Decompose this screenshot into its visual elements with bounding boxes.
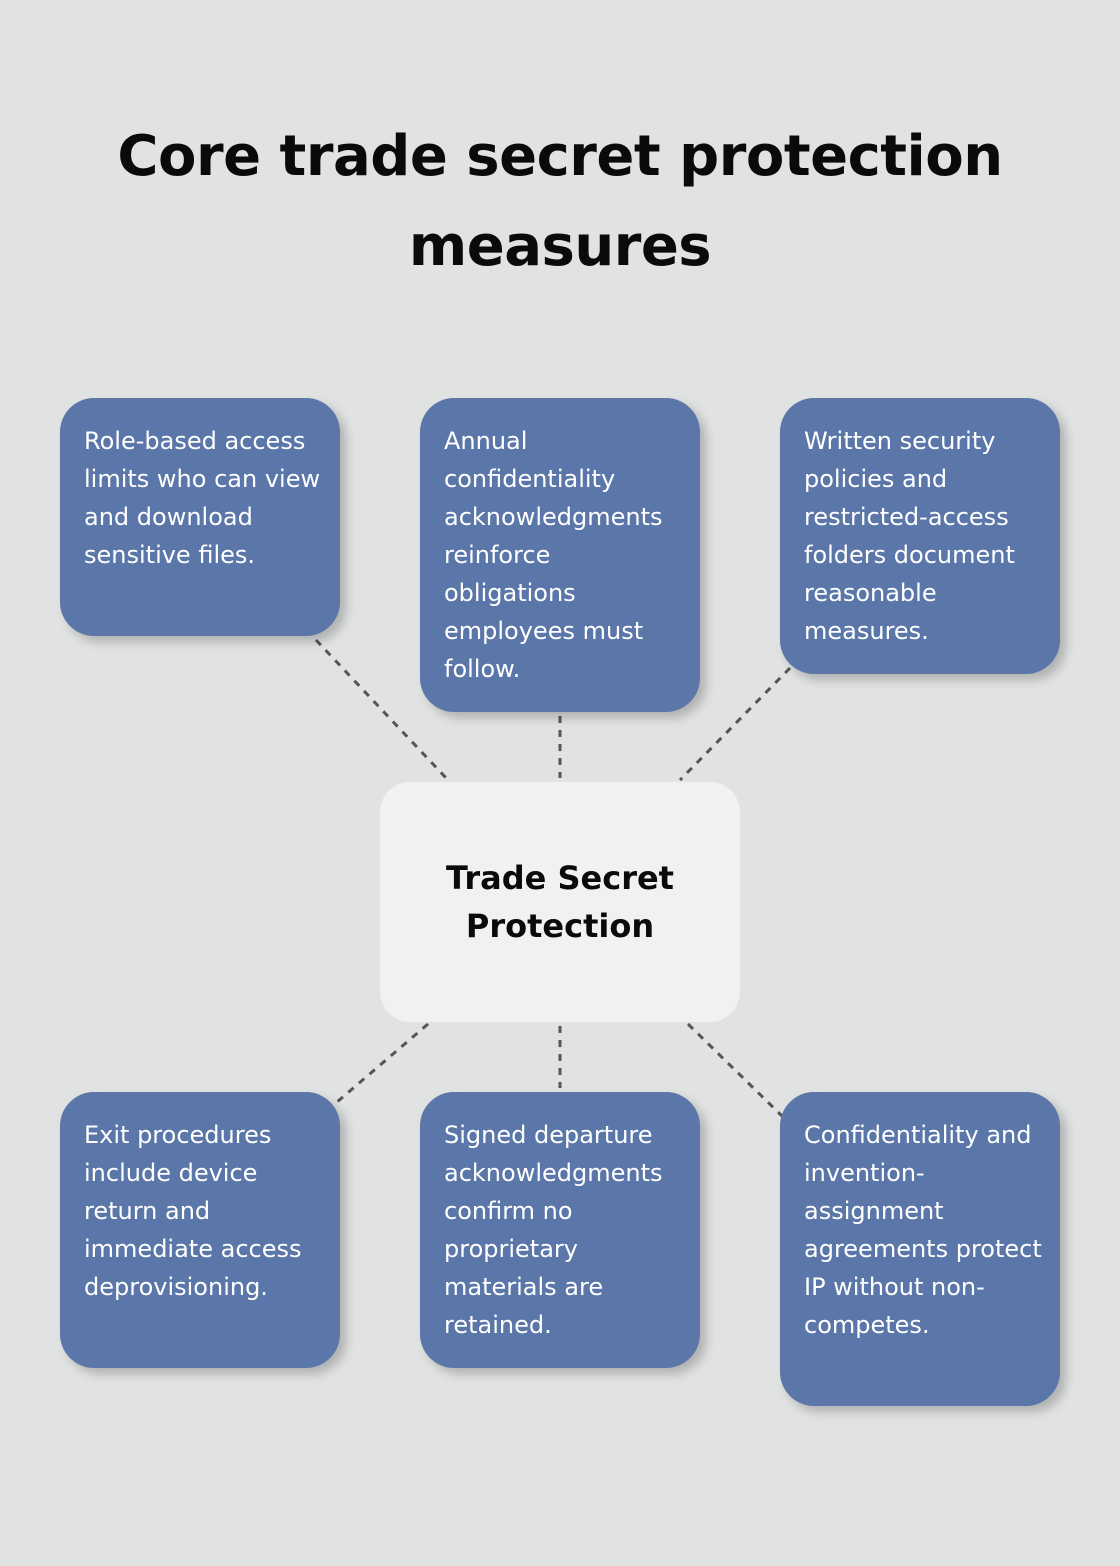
connector-top-right xyxy=(678,666,792,782)
measure-node-annual-acknowledgments: Annual confidentiality acknowledgments r… xyxy=(420,398,700,712)
measure-text: Annual confidentiality acknowledgments r… xyxy=(444,427,663,683)
measure-node-role-based-access: Role-based access limits who can view an… xyxy=(60,398,340,636)
measure-text: Role-based access limits who can view an… xyxy=(84,427,321,569)
connector-bottom-right xyxy=(686,1022,784,1118)
center-node-label: Trade Secret Protection xyxy=(446,859,674,945)
measure-text: Signed departure acknowledgments confirm… xyxy=(444,1121,663,1339)
measure-node-confidentiality-agreements: Confidentiality and invention-assignment… xyxy=(780,1092,1060,1406)
measure-node-written-policies: Written security policies and restricted… xyxy=(780,398,1060,674)
connector-top-left xyxy=(314,638,450,782)
connector-bottom-left xyxy=(329,1022,429,1110)
measure-text: Written security policies and restricted… xyxy=(804,427,1015,645)
diagram-title: Core trade secret protection measures xyxy=(117,124,1003,279)
measure-text: Exit procedures include device return an… xyxy=(84,1121,302,1301)
measure-node-exit-procedures: Exit procedures include device return an… xyxy=(60,1092,340,1368)
center-node: Trade Secret Protection xyxy=(380,782,740,1022)
measure-text: Confidentiality and invention-assignment… xyxy=(804,1121,1042,1339)
measure-node-departure-acknowledgments: Signed departure acknowledgments confirm… xyxy=(420,1092,700,1368)
